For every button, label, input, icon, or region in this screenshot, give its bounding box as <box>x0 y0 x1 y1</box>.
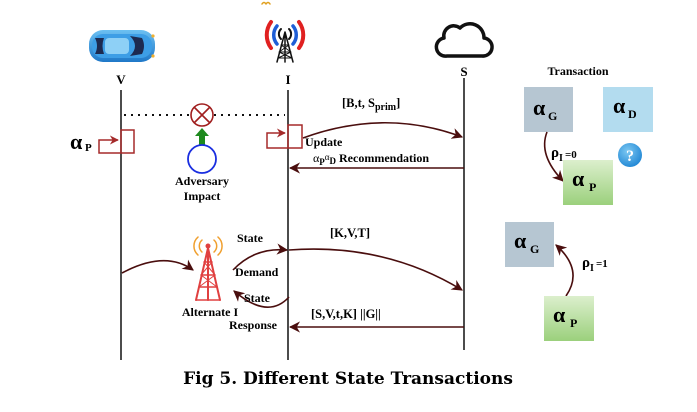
alpha-p2-subscript: P <box>570 316 577 330</box>
rho0-value: =0 <box>565 149 577 161</box>
alpha-p-box-subscript: P <box>589 180 596 194</box>
question-mark: ? <box>626 148 634 165</box>
update-label: Update <box>305 135 343 149</box>
rho0-arrow <box>543 131 564 182</box>
alpha-p-box-2 <box>544 296 594 341</box>
rho1-arrow <box>555 244 574 297</box>
alpha-d-symbol: α <box>613 93 626 118</box>
entity-label-s: S <box>460 64 467 79</box>
adversary-node-icon <box>187 144 217 174</box>
cell-tower-icon <box>261 1 306 63</box>
alpha-d-subscript: D <box>628 107 637 121</box>
recommendation-label: αPαD Recommendation <box>313 151 429 167</box>
alpha-p2-symbol: α <box>553 302 566 327</box>
state-response-arrow <box>233 290 290 308</box>
state-label-1: State <box>237 231 264 245</box>
figure-caption: Fig 5. Different State Transactions <box>183 369 513 389</box>
blocked-cross-icon <box>190 103 214 127</box>
alternate-tower-icon <box>193 236 223 301</box>
alternate-i-label: Alternate I <box>182 305 239 319</box>
adversary-label-line2: Impact <box>184 189 221 203</box>
rho0-symbol: ρ <box>551 145 559 161</box>
demand-label: Demand <box>235 265 279 279</box>
question-icon <box>618 143 642 167</box>
entity-label-v: V <box>116 72 126 87</box>
rho1-value: =1 <box>596 258 608 270</box>
message-label-bts: [B,t, Sprim] <box>342 96 400 113</box>
alpha-g2-symbol: α <box>514 228 527 253</box>
transaction-title: Transaction <box>547 64 608 78</box>
car-icon <box>89 30 155 62</box>
response-label: Response <box>229 318 278 332</box>
vehicle-to-alternate-arrow <box>121 259 194 274</box>
message-label-svtk: [S,V,t,K] ||G|| <box>311 307 381 321</box>
alpha-g-subscript: G <box>548 109 557 123</box>
green-up-arrow-icon <box>195 128 209 145</box>
rho1-subscript: I <box>590 263 594 274</box>
alpha-p-symbol: α <box>70 129 83 154</box>
alpha-g-box-2 <box>505 222 554 267</box>
rho0-subscript: I <box>559 153 563 164</box>
cloud-server-icon <box>434 22 494 58</box>
alpha-p-box <box>563 160 613 205</box>
message-arrow-kvt <box>288 248 463 291</box>
alpha-g-symbol: α <box>533 95 546 120</box>
vehicle-state-box <box>98 129 135 154</box>
alpha-g-box <box>524 87 573 132</box>
alpha-g2-subscript: G <box>530 242 539 256</box>
message-arrow-bts <box>302 121 464 139</box>
alpha-p-subscript: P <box>85 142 92 154</box>
entity-label-i: I <box>285 72 290 87</box>
message-label-kvt: [K,V,T] <box>330 226 370 240</box>
rho1-symbol: ρ <box>582 255 590 271</box>
alpha-p-box-symbol: α <box>572 166 585 191</box>
infra-update-box <box>266 124 303 149</box>
adversary-label-line1: Adversary <box>175 174 229 188</box>
state-demand-arrow <box>232 243 289 271</box>
state-label-2: State <box>244 291 271 305</box>
alpha-d-box <box>603 87 653 132</box>
